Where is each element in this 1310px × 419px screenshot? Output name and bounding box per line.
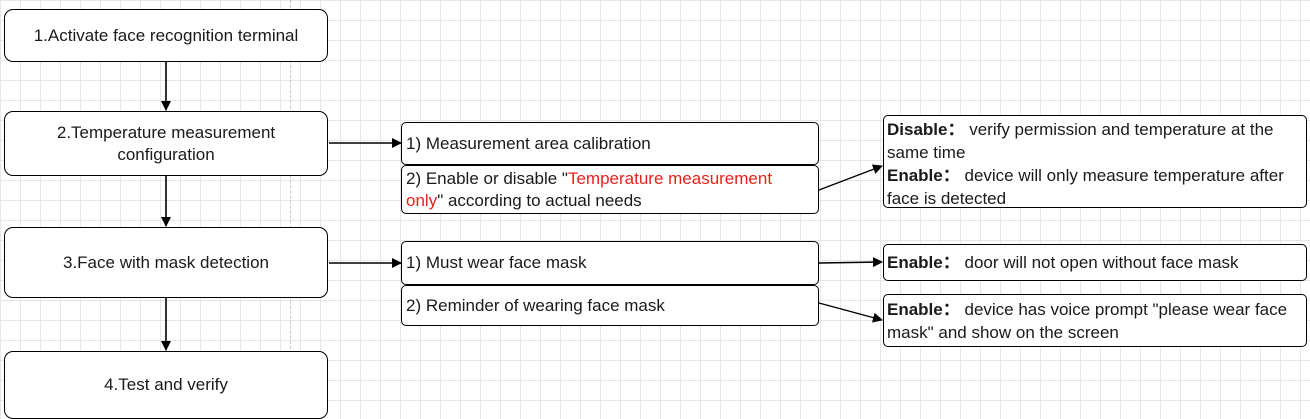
step-test-verify[interactable]: 4.Test and verify	[4, 351, 328, 419]
enable-label: Enable：	[887, 253, 960, 272]
step-mask-detection[interactable]: 3.Face with mask detection	[4, 227, 328, 298]
step-label: 2.Temperature measurement configuration	[56, 122, 276, 164]
note-enable-line: Enable： device has voice prompt "please …	[887, 298, 1303, 344]
arrow-must-wear-to-note	[818, 257, 883, 268]
enable-text: door will not open without face mask	[964, 253, 1239, 272]
substep-label: 1) Measurement area calibration	[406, 133, 651, 153]
dashed-guide-line	[290, 0, 291, 419]
substep-suffix: " according to actual needs	[437, 190, 642, 210]
enable-text: device will only measure temperature aft…	[887, 166, 1284, 208]
enable-label: Enable：	[887, 166, 960, 185]
substep-must-wear[interactable]: 1) Must wear face mask	[401, 241, 819, 285]
substep-label: 2) Reminder of wearing face mask	[406, 295, 665, 315]
step-temperature-config[interactable]: 2.Temperature measurement configuration	[4, 111, 328, 176]
substep-label: 2) Enable or disable "Temperature measur…	[406, 168, 814, 212]
note-must-wear: Enable： door will not open without face …	[883, 244, 1307, 281]
note-temperature-mode: Disable： verify permission and temperatu…	[883, 115, 1307, 208]
arrow-reminder-to-note	[818, 302, 883, 323]
enable-label: Enable：	[887, 300, 960, 319]
enable-text: device has voice prompt "please wear fac…	[887, 300, 1288, 342]
note-reminder: Enable： device has voice prompt "please …	[883, 294, 1307, 347]
substep-temperature-only[interactable]: 2) Enable or disable "Temperature measur…	[401, 165, 819, 214]
substep-reminder[interactable]: 2) Reminder of wearing face mask	[401, 285, 819, 326]
substep-calibration[interactable]: 1) Measurement area calibration	[401, 122, 819, 165]
step-label: 4.Test and verify	[104, 375, 228, 394]
disable-text: verify permission and temperature at the…	[887, 120, 1274, 162]
note-enable-line: Enable： door will not open without face …	[887, 251, 1239, 274]
note-disable-line: Disable： verify permission and temperatu…	[887, 118, 1303, 164]
substep-label: 1) Must wear face mask	[406, 253, 587, 272]
step-activate-terminal[interactable]: 1.Activate face recognition terminal	[4, 9, 328, 62]
step-label: 1.Activate face recognition terminal	[33, 25, 299, 45]
arrow-temp-only-to-note	[818, 164, 883, 191]
disable-label: Disable：	[887, 120, 965, 139]
step-label: 3.Face with mask detection	[63, 252, 269, 272]
note-enable-line: Enable： device will only measure tempera…	[887, 164, 1303, 210]
highlight-temperature-only: Temperature measurement only	[406, 168, 773, 210]
substep-prefix: 2) Enable or disable "	[406, 168, 568, 188]
